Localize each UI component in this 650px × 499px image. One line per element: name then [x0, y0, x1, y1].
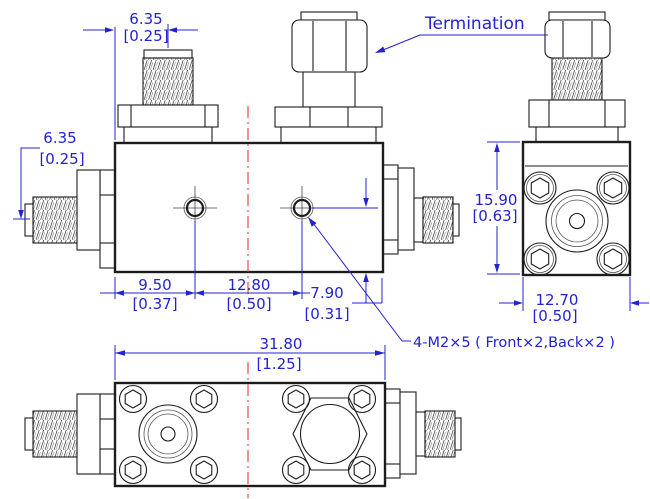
dim-body-height: 15.90 [0.63] [472, 141, 520, 275]
dim-length-inch: [1.25] [256, 355, 301, 373]
dim-left-offset-inch: [0.25] [39, 150, 84, 168]
dim-depth-inch: [0.50] [532, 307, 577, 325]
dim-depth-mm: 12.70 [536, 291, 579, 309]
bottom-view [24, 362, 462, 498]
bottom-sma-face [138, 404, 198, 464]
side-sma-face [545, 189, 609, 253]
dim-left-offset-mm: 6.35 [43, 129, 76, 147]
dim-body-depth: 12.70 [0.50] [499, 277, 649, 325]
sma-connector-right [382, 164, 460, 255]
termination-callout: Termination [375, 14, 548, 53]
dim-spacing-inch: [0.50] [226, 295, 271, 313]
dim-spacing-mm: 12.80 [228, 276, 271, 294]
bottom-flange-screws-left [118, 384, 219, 485]
dim-hole-edge-distance: 7.90 [0.31] [304, 178, 383, 323]
dim-side-connector-offset: 6.35 [0.25] [13, 129, 85, 220]
dim-hole1-inch: [0.37] [132, 295, 177, 313]
side-view [521, 11, 632, 277]
side-top-connector [528, 11, 626, 143]
dim-hole-spacing: 12.80 [0.50] [195, 276, 302, 313]
front-view [24, 11, 460, 296]
dim-body-length: 31.80 [1.25] [114, 335, 386, 380]
dim-height-inch: [0.63] [472, 207, 517, 225]
dim-hole1-mm: 9.50 [138, 276, 171, 294]
bottom-body-outline [113, 381, 387, 488]
bottom-connector-right [384, 388, 462, 479]
dim-hole1-offset: 9.50 [0.37] [100, 221, 310, 313]
dim-edge-mm: 7.90 [310, 284, 343, 302]
dim-top-offset-inch: [0.25] [123, 27, 168, 45]
dim-top-offset-mm: 6.35 [129, 10, 162, 28]
dim-edge-inch: [0.31] [304, 305, 349, 323]
mounting-note-callout: 4-M2×5 ( Front×2,Back×2 ) [308, 217, 615, 351]
sma-connector-top [117, 49, 219, 144]
sma-connector-left [24, 169, 116, 269]
dim-top-connector-offset: 6.35 [0.25] [83, 10, 198, 140]
dim-length-mm: 31.80 [260, 335, 303, 353]
bottom-hex-nut [292, 397, 368, 471]
termination-connector [274, 11, 383, 144]
side-flange-screws [523, 171, 630, 276]
bottom-flange-screws-right [281, 384, 377, 485]
dim-height-mm: 15.90 [475, 191, 518, 209]
side-body-outline [521, 140, 632, 277]
termination-label: Termination [424, 14, 525, 34]
mounting-hole-1 [173, 186, 217, 230]
bottom-connector-left [24, 393, 116, 475]
mounting-note-label: 4-M2×5 ( Front×2,Back×2 ) [413, 335, 615, 351]
